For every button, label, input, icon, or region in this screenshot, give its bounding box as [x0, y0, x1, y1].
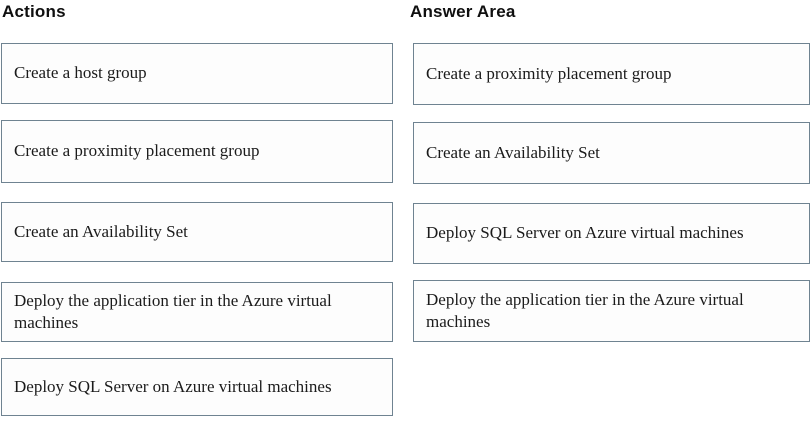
- action-card-label: Create an Availability Set: [14, 221, 188, 241]
- action-card-create-availability-set[interactable]: Create an Availability Set: [1, 202, 393, 262]
- action-card-label: Create a proximity placement group: [14, 141, 260, 161]
- answer-area-heading: Answer Area: [410, 2, 516, 21]
- answer-card-label: Deploy the application tier in the Azure…: [426, 289, 744, 331]
- answer-card-deploy-application-tier[interactable]: Deploy the application tier in the Azure…: [413, 280, 810, 342]
- action-card-label: Create a host group: [14, 63, 147, 83]
- action-card-create-host-group[interactable]: Create a host group: [1, 43, 393, 104]
- answer-card-create-availability-set[interactable]: Create an Availability Set: [413, 122, 810, 184]
- action-card-deploy-sql-server[interactable]: Deploy SQL Server on Azure virtual machi…: [1, 358, 393, 416]
- actions-heading: Actions: [2, 2, 66, 21]
- action-card-deploy-application-tier[interactable]: Deploy the application tier in the Azure…: [1, 282, 393, 342]
- answer-card-create-proximity-placement-group[interactable]: Create a proximity placement group: [413, 43, 810, 105]
- action-card-label: Deploy SQL Server on Azure virtual machi…: [14, 376, 332, 396]
- answer-card-label: Create a proximity placement group: [426, 63, 672, 83]
- answer-card-label: Deploy SQL Server on Azure virtual machi…: [426, 223, 744, 243]
- answer-card-deploy-sql-server[interactable]: Deploy SQL Server on Azure virtual machi…: [413, 203, 810, 264]
- action-card-create-proximity-placement-group[interactable]: Create a proximity placement group: [1, 120, 393, 183]
- answer-card-label: Create an Availability Set: [426, 142, 600, 162]
- action-card-label: Deploy the application tier in the Azure…: [14, 290, 332, 332]
